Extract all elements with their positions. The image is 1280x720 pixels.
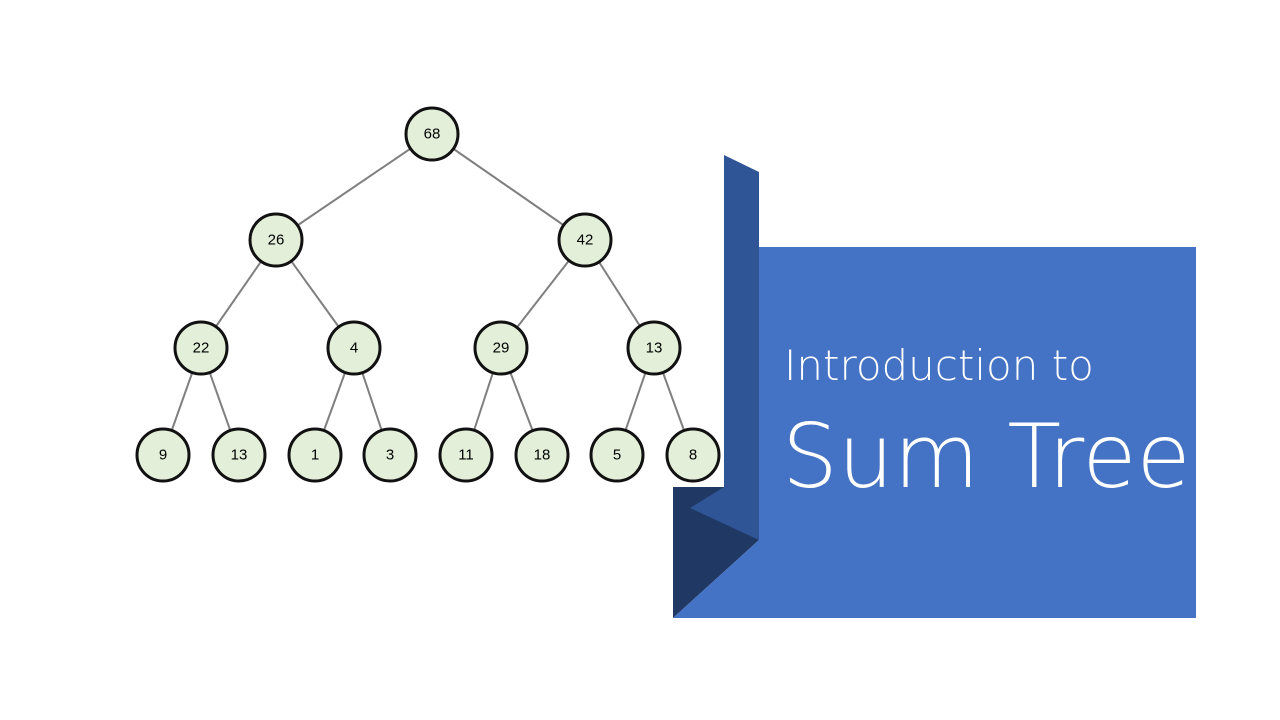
tree-node-circle: [287, 427, 343, 483]
tree-node: 29: [473, 320, 529, 376]
tree-node-label: 11: [458, 447, 474, 464]
tree-node-circle: [473, 320, 529, 376]
tree-node: 42: [557, 212, 613, 268]
tree-node-label: 8: [689, 447, 697, 464]
tree-node: 9: [135, 427, 191, 483]
tree-node-label: 13: [231, 447, 248, 464]
tree-node-label: 13: [646, 340, 663, 357]
tree-node: 22: [173, 320, 229, 376]
banner-main: [759, 247, 1196, 618]
tree-node-label: 4: [350, 340, 358, 357]
tree-node: 13: [211, 427, 267, 483]
tree-node-label: 22: [193, 340, 210, 357]
tree-node-label: 29: [493, 340, 510, 357]
tree-node: 26: [248, 212, 304, 268]
tree-node: 8: [665, 427, 721, 483]
tree-node-label: 68: [424, 126, 441, 143]
tree-node-circle: [665, 427, 721, 483]
tree-node-label: 1: [311, 447, 319, 464]
banner-fold: [690, 155, 759, 540]
tree-node: 18: [514, 427, 570, 483]
tree-node-label: 18: [534, 447, 551, 464]
tree-node: 68: [404, 106, 460, 162]
tree-node-circle: [211, 427, 267, 483]
tree-node-circle: [362, 427, 418, 483]
title-line-2: Sum Tree: [782, 405, 1191, 508]
banner-bottom-strip: [673, 540, 759, 618]
tree-node-circle: [326, 320, 382, 376]
tree-node-circle: [557, 212, 613, 268]
tree-node: 1: [287, 427, 343, 483]
tree-node-circle: [626, 320, 682, 376]
title-banner: Introduction to Sum Tree: [673, 155, 1196, 618]
tree-node-circle: [514, 427, 570, 483]
tree-node-label: 5: [613, 447, 621, 464]
tree-node-label: 42: [577, 232, 594, 249]
tree-node-circle: [248, 212, 304, 268]
tree-node-label: 3: [386, 447, 394, 464]
tree-node: 4: [326, 320, 382, 376]
tree-node-circle: [173, 320, 229, 376]
tree-node-label: 9: [159, 447, 167, 464]
tree-node-label: 26: [268, 232, 285, 249]
tree-edge: [431, 133, 586, 241]
tree-node-circle: [404, 106, 460, 162]
tree-node-circle: [589, 427, 645, 483]
tree-node-circle: [438, 427, 494, 483]
tree-edges: [162, 133, 694, 456]
tree-edge: [275, 133, 433, 241]
tree-node-circle: [135, 427, 191, 483]
tree-node: 5: [589, 427, 645, 483]
tree-node: 13: [626, 320, 682, 376]
tree-node: 11: [438, 427, 494, 483]
title-line-1: Introduction to: [784, 341, 1094, 390]
tree-node: 3: [362, 427, 418, 483]
